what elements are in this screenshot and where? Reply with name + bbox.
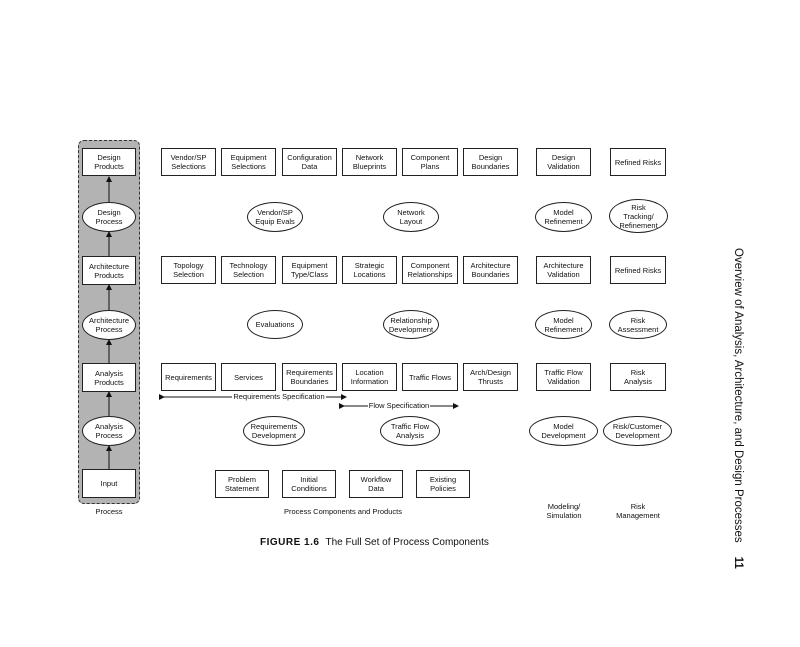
requirements-specification-label: Requirements Specification [232,392,326,401]
design-product-equipment-selections: Equipment Selections [221,148,276,176]
process-node-analysis-process: Analysis Process [82,416,136,446]
process-node-input: Input [82,469,136,498]
modeling-model-refinement-architecture: Model Refinement [535,310,592,339]
analysis-product-requirements-boundaries: Requirements Boundaries [282,363,337,391]
modeling-column-caption: Modeling/ Simulation [546,502,582,520]
process-column-caption: Process [95,507,123,516]
design-process-vendor-sp-equip-evals: Vendor/SP Equip Evals [247,202,303,232]
process-node-design-process: Design Process [82,202,136,232]
modeling-model-development: Model Development [529,416,598,446]
running-header-title: Overview of Analysis, Architecture, and … [732,248,744,543]
page-number: 11 [732,556,744,569]
process-node-architecture-products: Architecture Products [82,256,136,285]
components-caption: Process Components and Products [284,507,402,516]
figure-title: The Full Set of Process Components [325,537,489,548]
process-node-architecture-process: Architecture Process [82,310,136,340]
risk-refined-risks-design: Refined Risks [610,148,666,176]
design-product-network-blueprints: Network Blueprints [342,148,397,176]
design-product-design-boundaries: Design Boundaries [463,148,518,176]
architecture-product-equipment-type-class: Equipment Type/Class [282,256,337,284]
analysis-process-traffic-flow-analysis: Traffic Flow Analysis [380,416,440,446]
architecture-process-evaluations: Evaluations [247,310,303,339]
risk-customer-development: Risk/Customer Development [603,416,672,446]
modeling-traffic-flow-validation: Traffic Flow Validation [536,363,591,391]
analysis-product-requirements: Requirements [161,363,216,391]
input-initial-conditions: Initial Conditions [282,470,336,498]
modeling-architecture-validation: Architecture Validation [536,256,591,284]
risk-column-caption: Risk Management [616,502,660,520]
figure-caption: FIGURE 1.6 The Full Set of Process Compon… [260,537,489,548]
architecture-product-architecture-boundaries: Architecture Boundaries [463,256,518,284]
risk-assessment: Risk Assessment [609,310,667,339]
risk-refined-risks-architecture: Refined Risks [610,256,666,284]
modeling-design-validation: Design Validation [536,148,591,176]
design-product-configuration-data: Configuration Data [282,148,337,176]
analysis-product-arch-design-thrusts: Arch/Design Thrusts [463,363,518,391]
architecture-product-technology-selection: Technology Selection [221,256,276,284]
risk-tracking-refinement: Risk Tracking/ Refinement [609,199,668,233]
architecture-product-component-relationships: Component Relationships [402,256,458,284]
input-workflow-data: Workflow Data [349,470,403,498]
flow-specification-label: Flow Specification [368,401,430,410]
modeling-model-refinement-design: Model Refinement [535,202,592,232]
input-existing-policies: Existing Policies [416,470,470,498]
architecture-product-strategic-locations: Strategic Locations [342,256,397,284]
analysis-product-traffic-flows: Traffic Flows [402,363,458,391]
design-product-component-plans: Component Plans [402,148,458,176]
process-node-design-products: Design Products [82,148,136,176]
risk-analysis: Risk Analysis [610,363,666,391]
design-product-vendor-sp-selections: Vendor/SP Selections [161,148,216,176]
analysis-process-requirements-development: Requirements Development [243,416,305,446]
process-node-analysis-products: Analysis Products [82,363,136,392]
input-problem-statement: Problem Statement [215,470,269,498]
design-process-network-layout: Network Layout [383,202,439,232]
architecture-product-topology-selection: Topology Selection [161,256,216,284]
architecture-process-relationship-development: Relationship Development [383,310,439,339]
analysis-product-services: Services [221,363,276,391]
figure-number: FIGURE 1.6 [260,537,320,548]
analysis-product-location-information: Location Information [342,363,397,391]
